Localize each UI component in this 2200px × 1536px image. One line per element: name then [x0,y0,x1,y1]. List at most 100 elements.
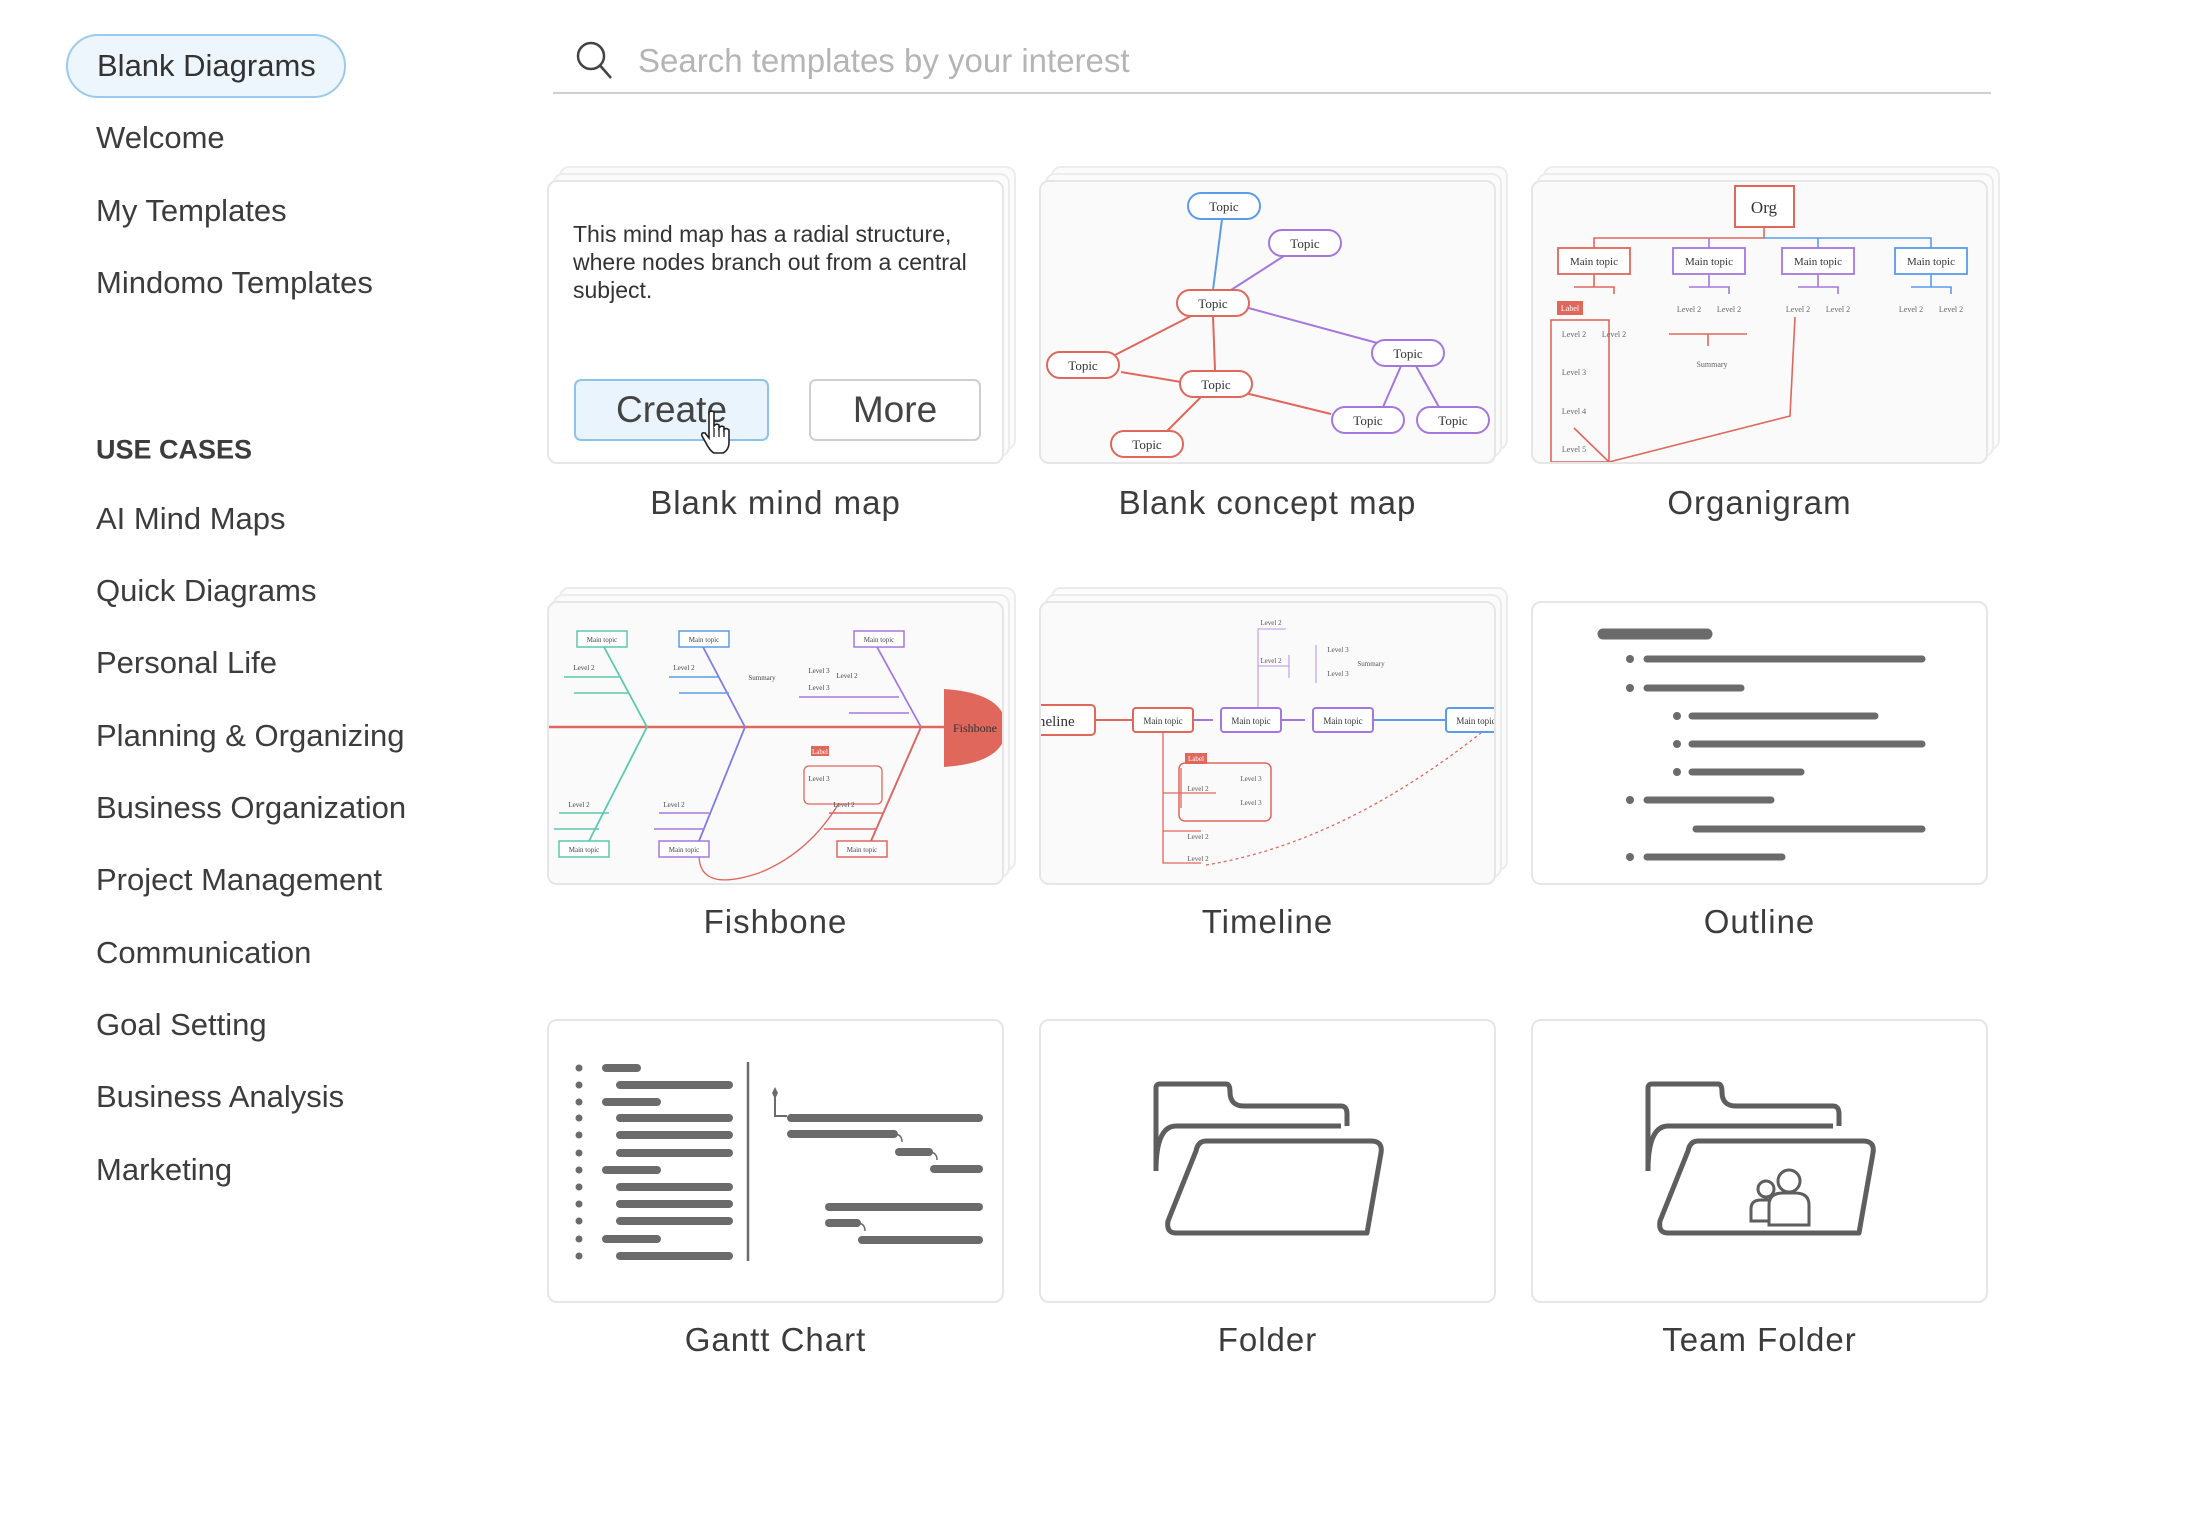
node-level2: Level 2 [1899,305,1923,314]
node-main-topic: Main topic [1685,256,1733,268]
template-card-fishbone[interactable]: Fishbone Main topic Main [547,587,1016,885]
node-level3: Level 3 [1327,670,1349,678]
sidebar-item-personal-life[interactable]: Personal Life [96,645,277,680]
node-level2: Level 2 [1187,833,1209,841]
node-level2: Level 2 [1602,330,1626,339]
card-label: Folder [1217,1321,1318,1358]
card-preview [547,1019,1004,1303]
card-preview: This mind map has a radial structure, wh… [547,180,1004,464]
node-summary: Summary [1357,660,1385,668]
node-level2: Level 2 [663,801,685,809]
sidebar-item-planning-organizing[interactable]: Planning & Organizing [96,718,405,753]
node-level2: Level 2 [1187,785,1209,793]
card-label: Outline [1703,903,1816,940]
node-summary: Summary [748,674,776,682]
sidebar-item-business-analysis[interactable]: Business Analysis [96,1079,345,1114]
node-level3: Level 3 [808,684,830,692]
node-level2: Level 2 [1939,305,1963,314]
create-button[interactable]: Create [574,379,769,441]
card-preview: Fishbone Main topic Main [547,601,1004,885]
node-topic: Topic [1438,413,1468,428]
organigram-thumbnail: Org Main topic Main topic Main topic Mai… [1550,185,1968,462]
node-topic: Topic [1132,437,1162,452]
node-label: Label [812,748,828,756]
node-main-topic: Main topic [847,846,878,854]
org-root: Org [1751,198,1778,217]
template-card-outline[interactable] [1531,601,1988,885]
node-level3: Level 3 [808,667,830,675]
team-folder-icon [1645,1081,1876,1236]
card-preview: Org Main topic Main topic Main topic Mai… [1531,180,1988,464]
node-main-topic: Main topic [1231,716,1270,726]
fishbone-thumbnail: Fishbone Main topic Main [549,630,1002,881]
gantt-thumbnail [575,1062,983,1261]
node-main-topic: Main topic [1570,256,1618,268]
sidebar-item-quick-diagrams[interactable]: Quick Diagrams [96,573,317,608]
node-level3: Level 3 [1240,775,1262,783]
card-preview [1531,1019,1988,1303]
card-preview [1039,1019,1496,1303]
sidebar-item-my-templates[interactable]: My Templates [96,193,287,228]
node-topic: Topic [1209,199,1239,214]
node-level2: Level 2 [1260,657,1282,665]
fishbone-head: Fishbone [953,721,997,735]
template-card-folder[interactable] [1039,1019,1496,1303]
node-level2: Level 2 [1786,305,1810,314]
node-level3: Level 3 [1240,799,1262,807]
card-label: Team Folder [1662,1321,1857,1358]
template-card-organigram[interactable]: Org Main topic Main topic Main topic Mai… [1531,166,2000,464]
folder-icon [1153,1081,1384,1236]
card-label: Blank concept map [1118,484,1417,521]
timeline-thumbnail: Timeline Main topic Main topic Main topi… [1041,619,1495,866]
node-level2: Level 2 [1717,305,1741,314]
node-label: Label [1188,755,1204,763]
sidebar-item-blank-diagrams[interactable]: Blank Diagrams [66,34,346,98]
sidebar-item-welcome[interactable]: Welcome [96,120,225,155]
node-level3: Level 3 [808,775,830,783]
template-card-team-folder[interactable] [1531,1019,1988,1303]
node-level2: Level 2 [836,672,858,680]
node-main-topic: Main topic [1456,716,1495,726]
sidebar-item-communication[interactable]: Communication [96,935,312,970]
node-level2: Level 2 [1260,619,1282,627]
sidebar-item-marketing[interactable]: Marketing [96,1152,233,1187]
node-level2: Level 2 [833,801,855,809]
sidebar-item-business-organization[interactable]: Business Organization [96,790,407,825]
node-level2: Level 2 [1826,305,1850,314]
sidebar-item-mindomo-templates[interactable]: Mindomo Templates [96,265,373,300]
node-topic: Topic [1290,236,1320,251]
node-main-topic: Main topic [1794,256,1842,268]
card-preview: Timeline Main topic Main topic Main topi… [1039,601,1496,885]
card-label: Organigram [1667,484,1852,521]
template-card-gantt-chart[interactable] [547,1019,1004,1303]
template-card-blank-mind-map[interactable]: This mind map has a radial structure, wh… [547,166,1016,464]
node-level2: Level 2 [1187,855,1209,863]
sidebar-item-ai-mind-maps[interactable]: AI Mind Maps [96,501,286,536]
node-main-topic: Main topic [669,846,700,854]
search-bar [553,30,1991,94]
node-level2: Level 2 [573,664,595,672]
card-label: Fishbone [703,903,848,940]
node-topic: Topic [1198,296,1228,311]
card-preview [1531,601,1988,885]
template-description: This mind map has a radial structure, wh… [573,221,967,303]
node-main-topic: Main topic [1143,716,1182,726]
sidebar-item-goal-setting[interactable]: Goal Setting [96,1007,267,1042]
timeline-start: Timeline [1041,714,1075,730]
users-icon [1749,1168,1811,1227]
node-main-topic: Main topic [587,636,618,644]
node-level5: Level 5 [1562,445,1586,454]
node-summary: Summary [1696,360,1727,369]
search-icon [576,41,612,79]
node-level2: Level 2 [673,664,695,672]
search-input[interactable] [636,36,1940,86]
node-level3: Level 3 [1562,368,1586,377]
hand-pointer-cursor-icon [701,410,730,454]
sidebar-item-project-management[interactable]: Project Management [96,862,383,897]
concept-map-thumbnail: Topic Topic Topic Topic Topic Topic Topi… [1046,192,1490,458]
node-level2: Level 2 [1677,305,1701,314]
template-card-blank-concept-map[interactable]: Topic Topic Topic Topic Topic Topic Topi… [1039,166,1508,464]
node-main-topic: Main topic [864,636,895,644]
template-card-timeline[interactable]: Timeline Main topic Main topic Main topi… [1039,587,1508,885]
more-button[interactable]: More [809,379,981,441]
